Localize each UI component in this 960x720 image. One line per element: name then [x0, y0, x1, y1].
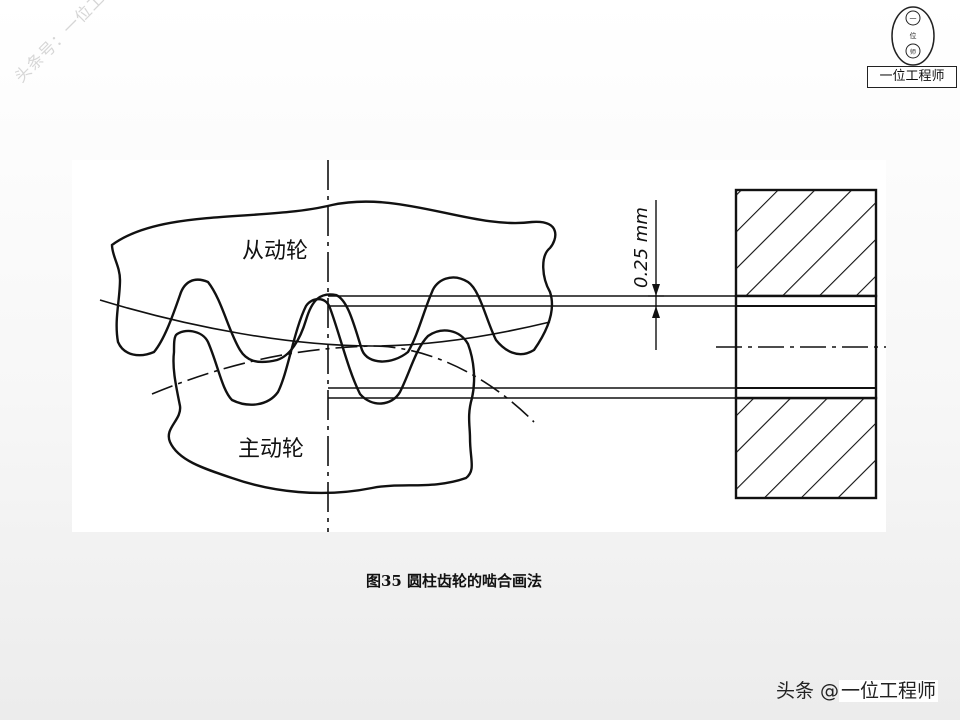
dimension-arrow-down	[652, 284, 660, 296]
driving-gear-outline	[167, 297, 476, 495]
footer-brand-link[interactable]: 一位工程师	[838, 680, 938, 702]
gear-meshing-diagram: 从动轮 主动轮 0.25 mm	[99, 160, 886, 532]
logo-seal-icon: 一 位 师	[891, 6, 935, 66]
driving-pitch-curve	[151, 345, 535, 423]
watermark-text: 头条号：一位工程师	[10, 0, 133, 87]
seal-char-3: 师	[910, 48, 916, 56]
gear-meshing-figure: 从动轮 主动轮 0.25 mm	[72, 160, 886, 532]
brand-logo: 一 位 师 一位工程师	[867, 4, 957, 88]
footer-prefix: 头条 @	[775, 680, 839, 702]
driven-gear-label: 从动轮	[242, 239, 308, 264]
clearance-label: 0.25 mm	[631, 207, 652, 288]
figure-caption: 图35 圆柱齿轮的啮合画法	[365, 572, 543, 590]
footer-attribution: 头条 @一位工程师	[776, 676, 938, 703]
dimension-arrow-up	[652, 306, 660, 318]
section-upper-hatch	[734, 188, 878, 298]
driving-gear-label: 主动轮	[238, 437, 304, 462]
seal-char-1: 一	[910, 15, 917, 23]
section-lower-hatch	[734, 396, 878, 500]
seal-char-2: 位	[910, 31, 917, 40]
logo-label: 一位工程师	[867, 66, 957, 88]
driven-gear-outline	[110, 200, 557, 364]
